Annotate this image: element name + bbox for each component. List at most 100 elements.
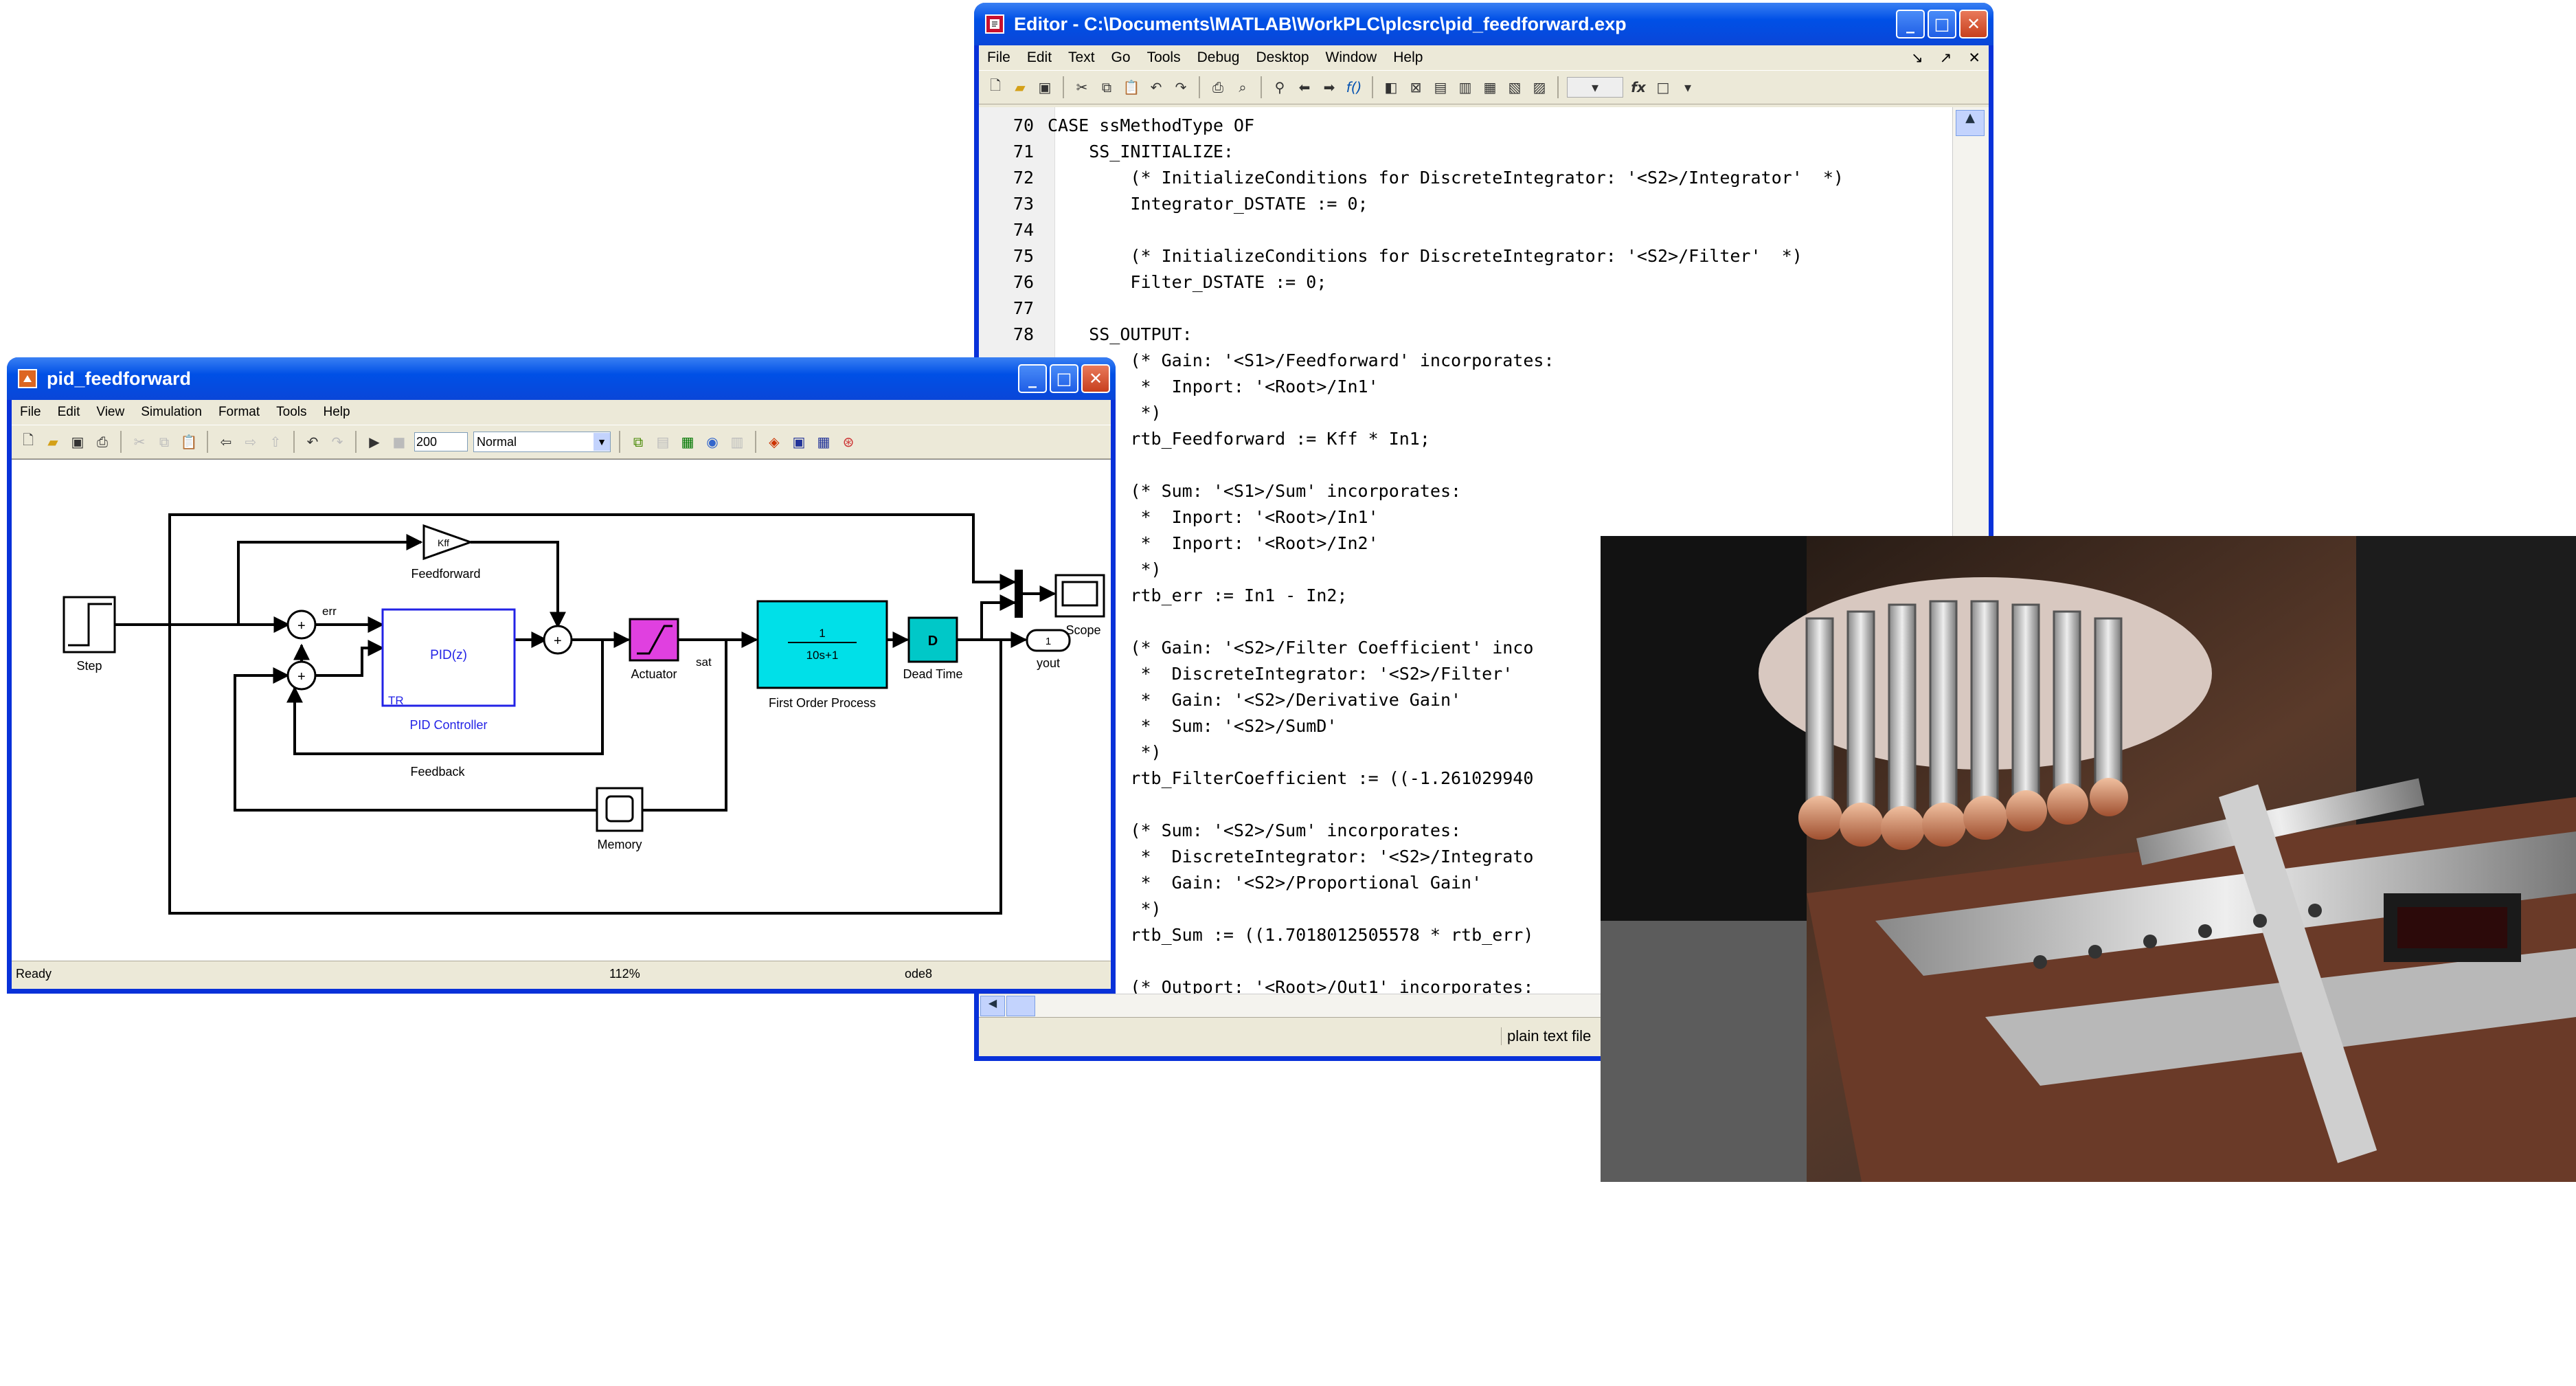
- undo-icon[interactable]: ↶: [1150, 79, 1162, 96]
- step-in-icon[interactable]: ▥: [1458, 79, 1472, 96]
- forward-arrow-icon[interactable]: ➡: [1323, 79, 1335, 96]
- undock-icon[interactable]: ↘: [1911, 49, 1923, 66]
- menu-format[interactable]: Format: [218, 405, 260, 419]
- code-line[interactable]: 76 Filter_DSTATE := 0;: [979, 269, 1953, 295]
- back-arrow-icon[interactable]: ⬅: [1298, 79, 1311, 96]
- menu-file[interactable]: File: [20, 405, 41, 419]
- code-line[interactable]: (* Gain: '<S2>/Filter Coefficient' inco: [979, 635, 1953, 661]
- save-icon[interactable]: ▣: [71, 434, 84, 450]
- sum-block-3[interactable]: [286, 660, 317, 691]
- dock-icon[interactable]: ↗: [1939, 49, 1952, 66]
- cut-icon[interactable]: ✂: [1076, 79, 1088, 96]
- find-icon[interactable]: ⌕: [1239, 79, 1247, 96]
- feedforward-block[interactable]: [422, 524, 474, 561]
- continue-icon[interactable]: ▧: [1508, 79, 1522, 96]
- menu-window[interactable]: Window: [1325, 49, 1377, 65]
- minimize-button[interactable]: _: [1896, 10, 1925, 38]
- build-icon[interactable]: ▤: [656, 434, 670, 450]
- minimize-button[interactable]: _: [1018, 364, 1047, 393]
- stack-dropdown[interactable]: ▾: [1567, 77, 1623, 98]
- close-button[interactable]: ✕: [1959, 10, 1988, 38]
- deadtime-block[interactable]: [907, 616, 958, 663]
- block-properties-icon[interactable]: ▣: [792, 434, 806, 450]
- scroll-up-icon[interactable]: ▲: [1956, 110, 1985, 136]
- zoom-icon[interactable]: ▦: [817, 434, 831, 450]
- code-line[interactable]: * Gain: '<S2>/Proportional Gain': [979, 870, 1953, 896]
- new-file-icon[interactable]: 🗋: [989, 77, 1002, 93]
- layout-dropdown-icon[interactable]: ▾: [1684, 79, 1692, 96]
- menu-edit[interactable]: Edit: [57, 405, 80, 419]
- code-line[interactable]: 71 SS_INITIALIZE:: [979, 139, 1953, 165]
- copy-icon[interactable]: ⧉: [159, 434, 170, 450]
- run-icon[interactable]: ▶: [369, 434, 380, 450]
- code-line[interactable]: 78 SS_OUTPUT:: [979, 322, 1953, 348]
- fx-icon[interactable]: fx: [1631, 79, 1646, 96]
- menu-file[interactable]: File: [987, 49, 1010, 65]
- exit-debug-icon[interactable]: ▨: [1533, 79, 1546, 96]
- code-line[interactable]: * Inport: '<Root>/In2': [979, 530, 1953, 557]
- editor-titlebar[interactable]: Editor - C:\Documents\MATLAB\WorkPLC\plc…: [974, 3, 1993, 45]
- mux-block[interactable]: [1015, 570, 1023, 618]
- binoculars-icon[interactable]: ⚲: [1274, 79, 1285, 96]
- clear-breakpoints-icon[interactable]: ⊠: [1410, 79, 1422, 96]
- open-folder-icon[interactable]: ▰: [1015, 79, 1026, 96]
- model-explorer-icon[interactable]: ◉: [706, 434, 719, 450]
- code-line[interactable]: * DiscreteIntegrator: '<S2>/Integrato: [979, 844, 1953, 870]
- code-line[interactable]: rtb_Sum := ((1.7018012505578 * rtb_err): [979, 922, 1953, 948]
- sim-mode-select[interactable]: Normal ▼: [473, 432, 611, 452]
- code-line[interactable]: (* Sum: '<S2>/Sum' incorporates:: [979, 818, 1953, 844]
- maximize-button[interactable]: □: [1050, 364, 1078, 393]
- menu-view[interactable]: View: [96, 405, 125, 419]
- code-line[interactable]: *): [979, 557, 1953, 583]
- open-folder-icon[interactable]: ▰: [47, 434, 58, 450]
- save-icon[interactable]: ▣: [1038, 79, 1052, 96]
- code-line[interactable]: (* Gain: '<S1>/Feedforward' incorporates…: [979, 348, 1953, 374]
- forward-icon[interactable]: ⇨: [245, 434, 257, 450]
- back-icon[interactable]: ⇦: [220, 434, 232, 450]
- step-out-icon[interactable]: ▦: [1483, 79, 1497, 96]
- menu-go[interactable]: Go: [1111, 49, 1131, 65]
- code-line[interactable]: * Inport: '<Root>/In1': [979, 374, 1953, 400]
- process-block[interactable]: [756, 600, 888, 689]
- code-line[interactable]: 75 (* InitializeConditions for DiscreteI…: [979, 243, 1953, 269]
- memory-block[interactable]: [596, 787, 644, 832]
- code-line[interactable]: *): [979, 400, 1953, 426]
- code-line[interactable]: 72 (* InitializeConditions for DiscreteI…: [979, 165, 1953, 191]
- code-line[interactable]: (* Sum: '<S1>/Sum' incorporates:: [979, 478, 1953, 504]
- menu-edit[interactable]: Edit: [1026, 49, 1052, 65]
- menu-tools[interactable]: Tools: [1146, 49, 1181, 65]
- window-layout-icon[interactable]: □: [1656, 79, 1670, 96]
- library-browser-icon[interactable]: ▦: [681, 434, 694, 450]
- up-icon[interactable]: ⇧: [269, 434, 282, 450]
- code-line[interactable]: *): [979, 739, 1953, 765]
- update-diagram-icon[interactable]: ⧉: [633, 434, 644, 450]
- menu-help[interactable]: Help: [323, 405, 350, 419]
- redo-icon[interactable]: ↷: [331, 434, 343, 450]
- code-line[interactable]: * DiscreteIntegrator: '<S2>/Filter': [979, 661, 1953, 687]
- cut-icon[interactable]: ✂: [133, 434, 146, 450]
- paste-icon[interactable]: 📋: [1122, 79, 1140, 96]
- scroll-left-icon[interactable]: ◀: [980, 996, 1005, 1016]
- paste-icon[interactable]: 📋: [180, 434, 198, 450]
- redo-icon[interactable]: ↷: [1175, 79, 1187, 96]
- stop-time-input[interactable]: [414, 432, 468, 451]
- help-icon[interactable]: ⊛: [842, 434, 855, 450]
- close-doc-icon[interactable]: ✕: [1968, 49, 1980, 66]
- copy-icon[interactable]: ⧉: [1101, 79, 1112, 96]
- code-line[interactable]: (* Outport: '<Root>/Out1' incorporates:: [979, 974, 1953, 994]
- code-line[interactable]: rtb_err := In1 - In2;: [979, 583, 1953, 609]
- breakpoint-icon[interactable]: ◧: [1384, 79, 1398, 96]
- code-line[interactable]: [979, 452, 1953, 478]
- code-line[interactable]: rtb_Feedforward := Kff * In1;: [979, 426, 1953, 452]
- menu-help[interactable]: Help: [1393, 49, 1423, 65]
- menu-text[interactable]: Text: [1068, 49, 1095, 65]
- sum-block-1[interactable]: [286, 610, 317, 640]
- print-icon[interactable]: ⎙: [1212, 79, 1223, 96]
- code-line[interactable]: * Inport: '<Root>/In1': [979, 504, 1953, 530]
- code-line[interactable]: 77: [979, 295, 1953, 322]
- code-line[interactable]: rtb_FilterCoefficient := ((-1.261029940: [979, 765, 1953, 792]
- menu-debug[interactable]: Debug: [1197, 49, 1240, 65]
- code-line[interactable]: * Gain: '<S2>/Derivative Gain': [979, 687, 1953, 713]
